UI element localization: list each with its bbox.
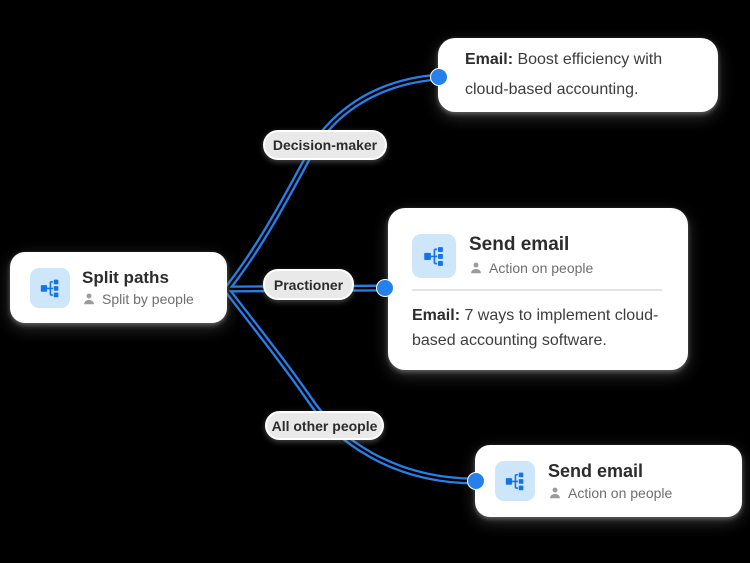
node-title: Send email xyxy=(469,234,570,255)
person-icon xyxy=(471,262,481,274)
send-email-header-text: Send email Action on people xyxy=(469,234,593,276)
person-icon xyxy=(84,293,94,305)
branch-label-text: Decision-maker xyxy=(272,137,378,153)
branch-label-text: All other people xyxy=(271,417,378,434)
send-email-2-text: Send email Action on people xyxy=(548,461,672,502)
person-icon xyxy=(550,487,560,499)
branch-label-all-other-people[interactable]: All other people xyxy=(265,411,384,440)
email-text: Boost efficiency with cloud-based accoun… xyxy=(465,51,663,98)
email-preview-card[interactable]: Email: Boost efficiency with cloud-based… xyxy=(438,38,718,112)
email-label: Email: xyxy=(412,307,461,324)
split-paths-node[interactable]: Split paths Split by people xyxy=(10,252,227,323)
node-subtitle: Action on people xyxy=(489,259,594,276)
node-title: Send email xyxy=(548,460,644,481)
connector-dot xyxy=(376,279,394,297)
branch-label-text: Practioner xyxy=(273,276,344,293)
node-title: Split paths xyxy=(82,267,169,287)
split-node-text: Split paths Split by people xyxy=(82,268,194,307)
email-text: 7 ways to implement cloud-based accounti… xyxy=(412,307,659,349)
send-email-node-2[interactable]: Send email Action on people xyxy=(475,445,742,517)
split-paths-icon xyxy=(30,267,70,308)
card-divider xyxy=(412,289,662,291)
email-label: Email: xyxy=(465,51,514,68)
send-email-icon xyxy=(412,234,456,278)
node-subtitle: Split by people xyxy=(102,291,194,308)
branch-label-decision-maker[interactable]: Decision-maker xyxy=(263,130,387,160)
branch-label-practioner[interactable]: Practioner xyxy=(263,269,354,300)
connector-dot xyxy=(467,472,485,490)
email-body-text: Email: 7 ways to implement cloud-based a… xyxy=(412,303,668,353)
email-preview-text: Email: Boost efficiency with cloud-based… xyxy=(465,45,680,105)
send-email-icon xyxy=(495,461,535,501)
connector-dot xyxy=(430,68,448,86)
send-email-node[interactable]: Send email Action on people Email: 7 way… xyxy=(388,208,688,370)
node-subtitle: Action on people xyxy=(568,485,673,502)
